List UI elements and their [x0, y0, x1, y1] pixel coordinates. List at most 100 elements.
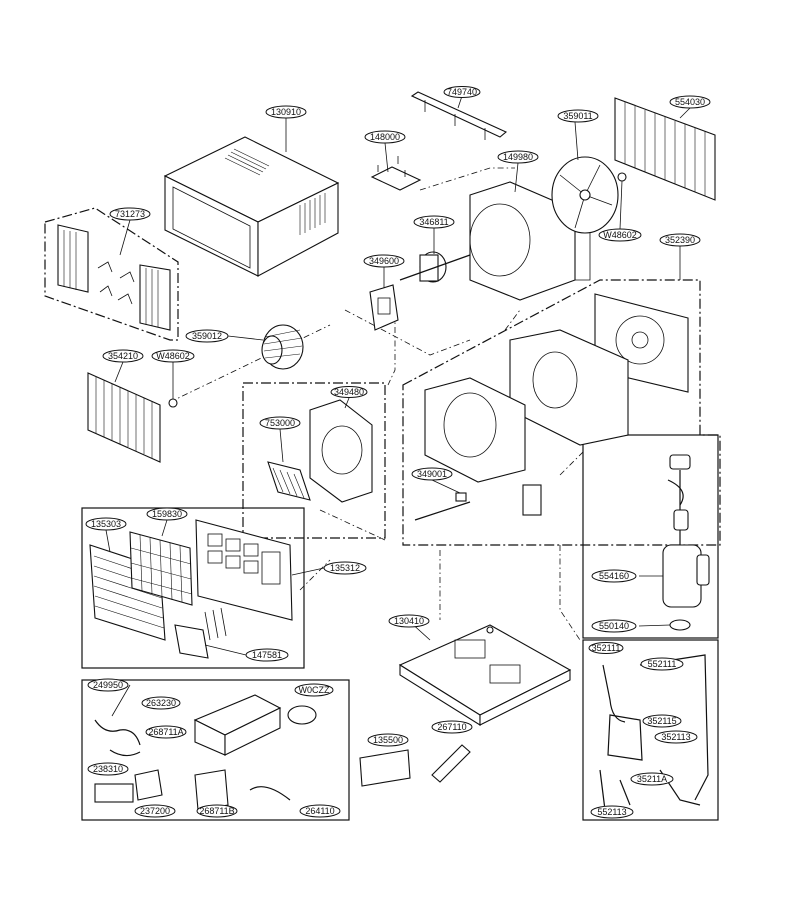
side-bracket-group-box [44, 207, 179, 341]
compressor-group-box [582, 434, 719, 639]
svg-text:346811: 346811 [419, 217, 448, 227]
side-bracket-parts [57, 224, 171, 331]
refrigerant-tubing-parts [599, 654, 709, 811]
mounting-plate-part [370, 156, 422, 191]
svg-text:W48602: W48602 [156, 351, 190, 361]
assembly-leader-lines [169, 167, 586, 641]
svg-text:731273: 731273 [115, 209, 145, 219]
compressor-part [662, 454, 710, 631]
evaporator-coil-part [87, 372, 178, 463]
svg-text:352390: 352390 [665, 235, 695, 245]
svg-text:249950: 249950 [93, 680, 123, 690]
callout-346811: 346811 [413, 215, 455, 229]
blower-wheel-part [261, 324, 304, 370]
callout-147581: 147581 [245, 648, 289, 662]
top-rail-part [410, 91, 508, 140]
front-grille-group-box [81, 507, 305, 669]
svg-text:267110: 267110 [437, 722, 466, 732]
callout-349001: 349001 [411, 467, 453, 481]
remote-holder-part [359, 749, 411, 787]
svg-text:148000: 148000 [370, 132, 400, 142]
svg-text:352113: 352113 [661, 732, 690, 742]
svg-text:359011: 359011 [563, 111, 592, 121]
air-guide-assembly-part [414, 293, 689, 521]
svg-text:264110: 264110 [305, 806, 334, 816]
callout-352115: 352115 [642, 714, 682, 728]
base-pan-part [398, 624, 572, 726]
display-panel-part [94, 783, 134, 803]
callout-268711A: 268711A [145, 725, 187, 739]
svg-text:268711B: 268711B [199, 806, 234, 816]
svg-text:753000: 753000 [265, 418, 295, 428]
louver-grille-part [174, 607, 227, 659]
callout-130410: 130410 [388, 614, 430, 628]
svg-text:268711A: 268711A [148, 727, 183, 737]
callout-349600: 349600 [363, 254, 405, 268]
svg-text:552113: 552113 [597, 807, 626, 817]
svg-text:W48602: W48602 [603, 230, 637, 240]
svg-text:147581: 147581 [252, 650, 282, 660]
heater-part [267, 461, 311, 501]
callout-135303: 135303 [85, 517, 127, 531]
svg-text:130910: 130910 [271, 107, 301, 117]
condenser-coil-part [614, 97, 716, 201]
air-filter-part [129, 531, 193, 606]
svg-text:159830: 159830 [152, 509, 182, 519]
svg-text:352115: 352115 [647, 716, 676, 726]
svg-text:238310: 238310 [93, 764, 123, 774]
svg-text:149980: 149980 [503, 152, 533, 162]
svg-text:352111: 352111 [592, 643, 621, 653]
svg-text:359012: 359012 [192, 331, 222, 341]
front-panel-part [195, 519, 293, 621]
callout-135500: 135500 [367, 733, 409, 747]
svg-text:35211A: 35211A [637, 774, 667, 784]
callout-554160: 554160 [591, 569, 637, 583]
callout-159830: 159830 [146, 507, 188, 521]
callout-35211A: 35211A [630, 772, 674, 786]
svg-text:749740: 749740 [447, 87, 477, 97]
callout-W48602-a: W48602 [598, 228, 642, 242]
callout-352111: 352111 [588, 642, 624, 654]
motor-bracket-part [369, 284, 399, 331]
wire-harness-part [94, 719, 291, 801]
condenser-shroud-group-box [242, 382, 386, 539]
svg-text:130410: 130410 [394, 616, 424, 626]
svg-text:554160: 554160 [599, 571, 629, 581]
callout-753000: 753000 [259, 416, 301, 430]
axial-fan-blade-part [551, 156, 627, 234]
callout-238310: 238310 [87, 762, 129, 776]
callout-749740: 749740 [443, 86, 481, 98]
cabinet-part [163, 136, 340, 277]
svg-text:135303: 135303 [91, 519, 121, 529]
callout-149980: 149980 [497, 150, 539, 164]
svg-text:550140: 550140 [599, 621, 629, 631]
callout-148000: 148000 [364, 130, 406, 144]
callout-550140: 550140 [591, 619, 637, 633]
svg-text:552111: 552111 [648, 659, 677, 669]
refrigerant-tubing-group-box [582, 639, 719, 821]
callout-264110: 264110 [299, 804, 341, 818]
svg-text:349600: 349600 [369, 256, 399, 266]
callout-552113: 552113 [590, 805, 634, 819]
control-electronics-group-box [81, 679, 350, 821]
callout-leaders [105, 95, 691, 717]
svg-text:237200: 237200 [140, 806, 170, 816]
svg-text:263230: 263230 [146, 698, 176, 708]
callout-249950: 249950 [87, 678, 129, 692]
callout-359012: 359012 [185, 329, 229, 343]
control-box-part [193, 694, 317, 756]
svg-text:349001: 349001 [417, 469, 447, 479]
callout-554030: 554030 [669, 95, 711, 109]
fan-shroud-part [469, 181, 591, 301]
orifice-panel-part [309, 399, 373, 503]
callout-W0CZZ: W0CZZ [294, 683, 334, 697]
callout-263230: 263230 [141, 696, 181, 710]
pcb-part [134, 769, 229, 811]
svg-text:135500: 135500 [373, 735, 403, 745]
callout-135312: 135312 [323, 561, 367, 575]
fan-motor-part [399, 251, 471, 283]
callout-W48602-b: W48602 [151, 349, 195, 363]
callout-359011: 359011 [557, 109, 599, 123]
svg-text:W0CZZ: W0CZZ [299, 685, 330, 695]
